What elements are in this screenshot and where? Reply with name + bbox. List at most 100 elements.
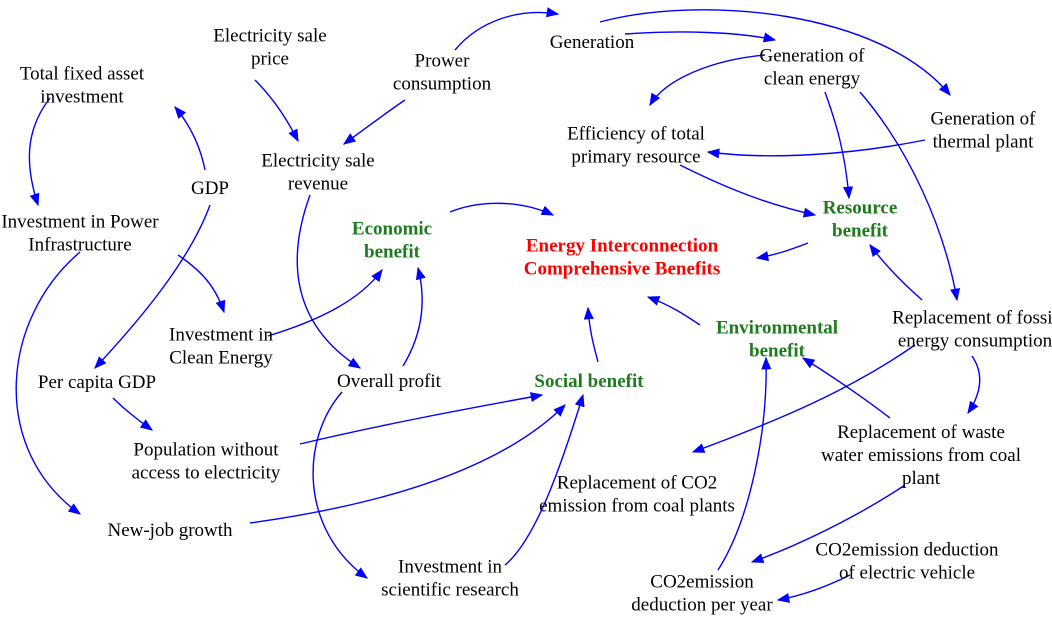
arrow-resource-benefit-to-energy-interconnection-comprehensive-benefits: [755, 242, 809, 262]
arrow-electricity-sale-revenue-to-overall-profit: [296, 194, 362, 369]
node-label-line: Infrastructure: [28, 235, 131, 256]
node-label-line: Electricity sale: [261, 151, 374, 172]
node-label-line: Environmental: [716, 318, 838, 339]
node-label-line: Replacement of CO2: [557, 473, 717, 494]
node-label-line: plant: [902, 468, 941, 489]
node-label-line: Economic: [352, 219, 432, 240]
node-label-line: thermal plant: [933, 132, 1034, 153]
arrow-per-capita-gdp-to-population-without-access-to-electricity: [112, 397, 154, 431]
node-label-line: Replacement of fossil: [892, 308, 1052, 329]
arrow-environmental-benefit-to-energy-interconnection-comprehensive-benefits: [646, 296, 701, 326]
node-label-line: Efficiency of total: [567, 124, 705, 145]
node-generation: Generation: [550, 32, 635, 53]
arrow-electricity-sale-price-to-electricity-sale-revenue: [254, 79, 299, 143]
arrow-replacement-of-fossil-energy-consumption-to-replacement-of-waste-water-emissions: [967, 355, 981, 415]
node-label-line: benefit: [749, 341, 806, 362]
arrow-replacement-of-fossil-energy-consumption-to-resource-benefit: [869, 243, 923, 301]
arrow-generation-of-clean-energy-to-efficiency-of-total-primary-resource: [649, 54, 766, 107]
node-social-benefit: Social benefit: [534, 371, 644, 392]
arrow-overall-profit-to-investment-in-scientific-research: [312, 391, 369, 579]
node-label-line: Energy Interconnection: [526, 236, 719, 257]
arrow-population-without-access-to-electricity-to-social-benefit: [299, 392, 544, 445]
arrow-gdp-to-total-fixed-asset-investment: [174, 106, 206, 171]
node-gdp: GDP: [191, 178, 229, 199]
arrow-replacement-of-fossil-energy-consumption-to-replacement-of-co2-emission: [691, 344, 916, 453]
node-label-line: Generation of: [760, 46, 866, 67]
arrow-generation-to-generation-of-thermal-plant: [599, 9, 951, 96]
node-label-line: Comprehensive Benefits: [524, 259, 721, 280]
node-label-line: emission from coal plants: [539, 496, 735, 517]
node-label-line: Generation of: [931, 109, 1037, 130]
arrow-new-job-growth-to-social-benefit: [249, 404, 566, 524]
node-label-line: benefit: [364, 242, 421, 263]
node-label-line: water emissions from coal: [821, 445, 1021, 466]
node-label-line: GDP: [191, 178, 229, 199]
arrow-co2emission-deduction-of-electric-vehicle-to-co2emission-deduction-per-year: [776, 574, 851, 603]
node-label-line: Generation: [550, 32, 635, 53]
node-label-line: clean energy: [764, 69, 861, 90]
node-label-line: Total fixed asset: [20, 64, 145, 85]
arrow-social-benefit-to-energy-interconnection-comprehensive-benefits: [583, 306, 599, 363]
node-label-line: revenue: [288, 174, 348, 195]
node-label-line: Resource: [823, 198, 898, 219]
arrow-investment-in-power-infrastructure-to-investment-in-clean-energy: [177, 254, 226, 314]
node-label-line: Investment in: [169, 325, 273, 346]
arrow-generation-of-clean-energy-to-replacement-of-fossil-energy-consumption: [859, 91, 961, 302]
node-label-line: deduction per year: [631, 595, 773, 616]
node-label-line: CO2emission: [650, 572, 754, 593]
node-per-capita-gdp: Per capita GDP: [38, 372, 156, 393]
arrow-generation-of-thermal-plant-to-efficiency-of-total-primary-resource: [706, 139, 926, 159]
arrow-investment-in-scientific-research-to-social-benefit: [504, 393, 585, 566]
arrow-co2emission-deduction-per-year-to-environmental-benefit: [717, 356, 772, 571]
node-label-line: Investment in: [398, 557, 502, 578]
node-label-line: Per capita GDP: [38, 372, 156, 393]
node-label-line: Social benefit: [534, 371, 644, 392]
arrow-layer: [15, 7, 981, 603]
arrow-prower-consumption-to-generation: [454, 7, 560, 51]
node-label-line: Electricity sale: [213, 26, 326, 47]
arrow-economic-benefit-to-energy-interconnection-comprehensive-benefits: [449, 202, 555, 216]
arrow-generation-of-clean-energy-to-resource-benefit: [824, 91, 854, 200]
arrow-prower-consumption-to-electricity-sale-revenue: [342, 99, 406, 145]
node-label-line: Population without: [133, 440, 279, 461]
node-label-line: access to electricity: [132, 463, 281, 484]
arrow-replacement-of-waste-water-emissions-to-environmental-benefit: [801, 357, 891, 419]
node-label-line: Overall profit: [337, 371, 442, 392]
node-label-line: Investment in Power: [1, 212, 159, 233]
arrow-investment-in-power-infrastructure-to-new-job-growth: [15, 251, 82, 515]
node-new-job-growth: New-job growth: [107, 520, 233, 541]
node-label-line: primary resource: [571, 147, 700, 168]
node-label-line: of electric vehicle: [839, 563, 975, 584]
node-label-line: consumption: [393, 74, 492, 95]
arrow-overall-profit-to-economic-benefit: [402, 266, 426, 367]
arrow-investment-in-clean-energy-to-economic-benefit: [267, 268, 383, 337]
node-label-line: benefit: [832, 221, 889, 242]
node-label-line: price: [251, 49, 289, 70]
arrow-total-fixed-asset-investment-to-investment-in-power-infrastructure: [28, 97, 51, 207]
node-label-line: Clean Energy: [169, 348, 273, 369]
arrow-generation-to-generation-of-clean-energy: [624, 31, 777, 43]
node-label-line: Prower: [415, 51, 471, 72]
